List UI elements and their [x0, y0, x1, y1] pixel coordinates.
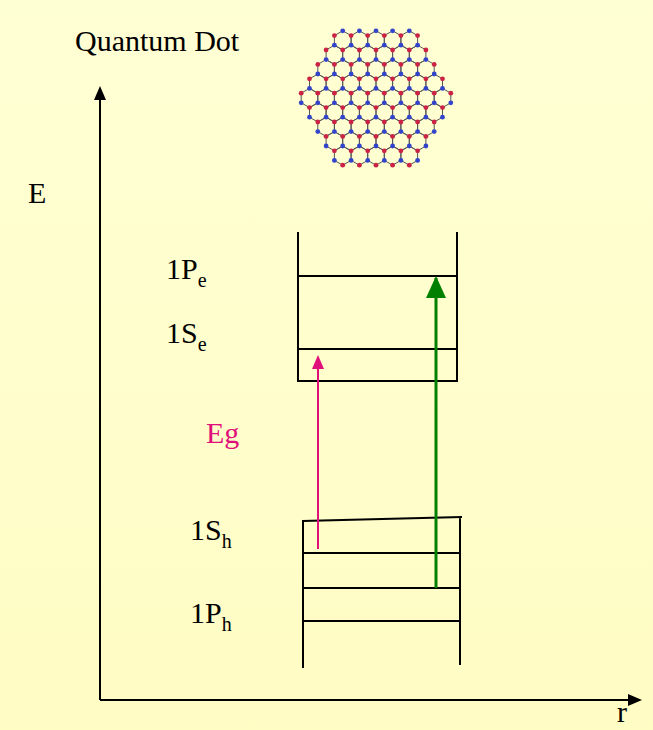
p-transition-arrow	[435, 278, 438, 588]
gap-label: Eg	[206, 418, 239, 448]
energy-axis	[99, 88, 101, 700]
r-axis	[100, 699, 640, 701]
axis-label: r	[617, 697, 627, 727]
level-1se	[298, 348, 457, 350]
level-1ph	[303, 620, 460, 622]
diagram-title: Quantum Dot	[75, 26, 239, 56]
lattice-illustration	[299, 28, 453, 167]
level-label: 1Ph	[190, 598, 232, 634]
conduction-well	[298, 232, 457, 381]
axis-label: E	[28, 178, 46, 208]
level-label: 1Pe	[166, 254, 207, 290]
level-1pe	[298, 275, 457, 277]
level-label: 1Se	[166, 318, 207, 354]
valence-well	[303, 517, 462, 668]
level-label: 1Sh	[190, 515, 232, 551]
eg-transition-arrow	[317, 357, 319, 549]
